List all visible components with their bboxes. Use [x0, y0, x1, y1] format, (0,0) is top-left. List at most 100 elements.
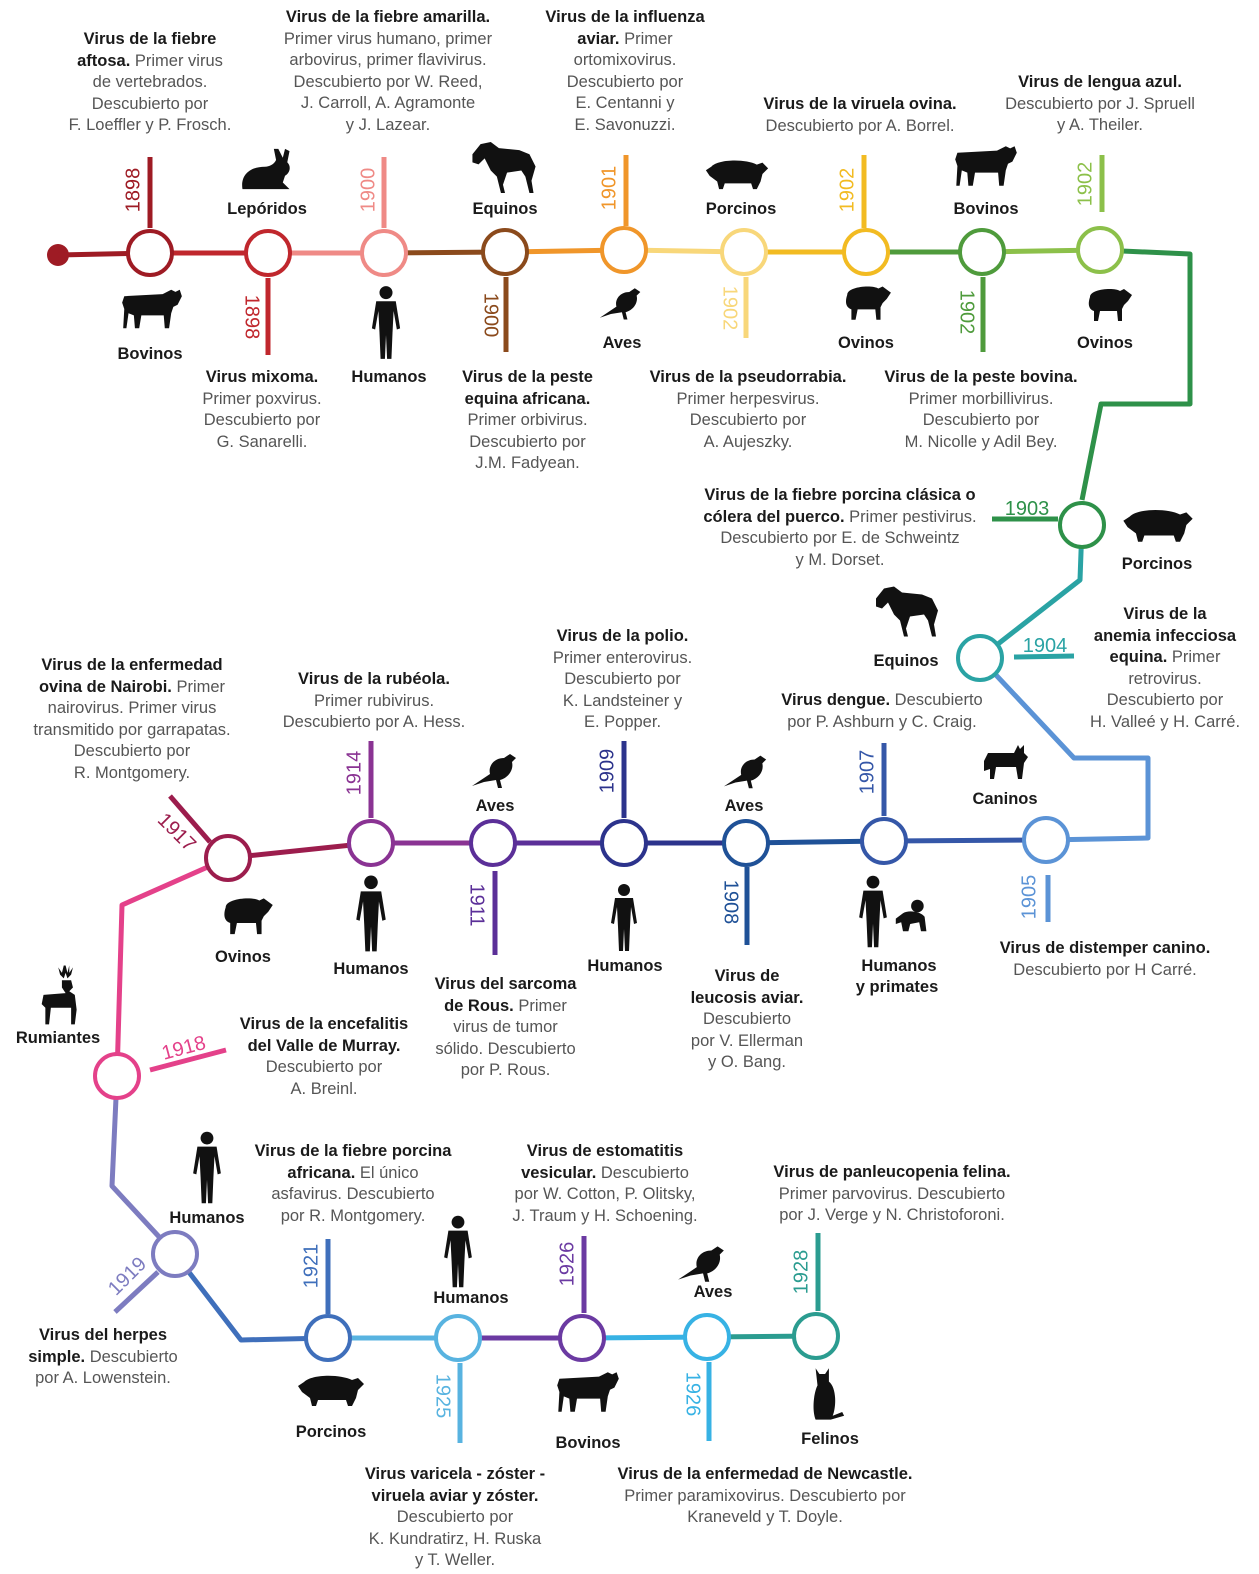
host-humanos-1: Humanos — [351, 368, 427, 386]
timeline-connector — [114, 855, 230, 1077]
year-label-y1900a: 1900 — [357, 168, 379, 213]
bird-icon — [599, 288, 641, 320]
event-varicela-zoster: Virus varicela - zóster - viruela aviar … — [364, 1465, 546, 1569]
event-stem-y1918 — [149, 1047, 227, 1073]
event-node-y1904 — [956, 634, 1004, 682]
event-anemia-equina: Virus de la anemia infecciosa equina. Pr… — [1089, 605, 1241, 731]
event-node-y1907 — [860, 817, 908, 865]
year-label-y1928: 1928 — [790, 1250, 812, 1295]
event-panleucopenia-felina: Virus de panleucopenia felina. Primer pa… — [773, 1163, 1011, 1224]
event-node-y1900b — [481, 228, 529, 276]
host-bovinos-3: Bovinos — [555, 1434, 621, 1452]
human-icon — [193, 1131, 221, 1204]
timeline-nodes — [93, 226, 1124, 1362]
monkey-icon — [895, 899, 927, 932]
year-label-y1898a: 1898 — [122, 168, 144, 213]
timeline-connector — [1079, 247, 1193, 501]
host-felinos: Felinos — [801, 1430, 859, 1448]
year-label-y1909: 1909 — [596, 749, 618, 794]
event-herpes-simple: Virus del herpes simple. Descubierto por… — [28, 1326, 178, 1387]
host-humanos-5: Humanos — [433, 1289, 509, 1307]
event-node-y1902c — [958, 228, 1006, 276]
event-node-y1926b — [683, 1313, 731, 1361]
host-equinos-2: Equinos — [873, 652, 939, 670]
year-label-y1919: 1919 — [104, 1253, 151, 1300]
timeline-connector — [883, 837, 1047, 844]
host-aves-2: Aves — [724, 797, 764, 815]
event-fiebre-porcina-clasica: Virus de la fiebre porcina clásica o cól… — [703, 486, 977, 569]
year-label-y1903: 1903 — [1005, 498, 1050, 520]
host-bovinos-1: Bovinos — [117, 345, 183, 363]
host-aves-3: Aves — [475, 797, 515, 815]
host-rumiantes: Rumiantes — [15, 1029, 101, 1047]
event-node-y1914 — [347, 819, 395, 867]
year-label-y1902d: 1902 — [1074, 162, 1096, 207]
host-humanos-4: Humanos — [169, 1209, 245, 1227]
horse-icon — [472, 142, 536, 193]
host-porcinos-2: Porcinos — [1121, 555, 1193, 573]
pig-icon — [1123, 510, 1193, 542]
event-node-y1921 — [304, 1314, 352, 1362]
event-fiebre-porcina-africana: Virus de la fiebre porcina africana. El … — [254, 1142, 452, 1225]
timeline-stems — [113, 155, 1105, 1443]
year-label-y1905: 1905 — [1018, 875, 1040, 920]
host-porcinos-1: Porcinos — [705, 200, 777, 218]
year-label-y1901: 1901 — [598, 166, 620, 211]
human-icon — [356, 875, 386, 952]
event-node-y1902b — [842, 228, 890, 276]
event-node-y1902d — [1076, 226, 1124, 274]
timeline-connector — [173, 1252, 329, 1343]
event-node-y1911 — [469, 819, 517, 867]
host-ovinos-3: Ovinos — [215, 948, 271, 966]
event-node-y1908 — [722, 819, 770, 867]
sheep-icon — [1088, 289, 1132, 321]
event-rubeola: Virus de la rubéola. Primer rubivirus.De… — [282, 670, 466, 731]
event-node-y1919 — [151, 1230, 199, 1278]
event-node-y1900a — [360, 229, 408, 277]
event-pseudorrabia: Virus de la pseudorrabia. Primer herpesv… — [649, 368, 847, 451]
cow-icon — [122, 289, 182, 329]
event-node-y1901 — [600, 226, 648, 274]
host-equinos-1: Equinos — [472, 200, 538, 218]
event-node-y1918 — [93, 1052, 141, 1100]
year-label-y1926b: 1926 — [682, 1372, 704, 1417]
sheep-icon — [845, 286, 891, 320]
event-node-y1905 — [1022, 816, 1070, 864]
event-node-y1917 — [204, 834, 252, 882]
year-labels: 1898189819001900190119021902190219021903… — [104, 162, 1096, 1419]
event-lengua-azul: Virus de lengua azul. Descubierto por J.… — [1005, 73, 1195, 134]
event-node-y1928 — [792, 1312, 840, 1360]
host-humanos-3: Humanos — [333, 960, 409, 978]
year-label-y1902c: 1902 — [956, 290, 978, 335]
event-node-y1903 — [1058, 501, 1106, 549]
human-icon — [859, 875, 887, 948]
year-label-y1904: 1904 — [1023, 635, 1068, 657]
year-label-y1926a: 1926 — [556, 1242, 578, 1287]
event-aftosa: Virus de la fiebre aftosa. Primer virus … — [68, 30, 232, 134]
event-fiebre-amarilla: Virus de la fiebre amarilla. Primer viru… — [283, 8, 493, 134]
rabbit-icon — [242, 148, 290, 190]
year-label-y1911: 1911 — [466, 883, 488, 926]
year-label-y1902b: 1902 — [836, 168, 858, 213]
host-porcinos-3: Porcinos — [295, 1423, 367, 1441]
event-peste-equina: Virus de la peste equina africana. Prime… — [462, 368, 593, 472]
horse-icon — [876, 586, 938, 637]
year-label-y1925: 1925 — [432, 1374, 454, 1419]
host-humanos-primates-1: Humanos — [861, 957, 937, 975]
bird-icon — [678, 1246, 724, 1282]
host-aves-4: Aves — [693, 1283, 733, 1301]
cow-icon — [557, 1372, 619, 1412]
event-stem-y1919 — [113, 1270, 160, 1314]
pig-icon — [705, 160, 769, 190]
human-icon — [611, 884, 637, 951]
host-ovinos-1: Ovinos — [838, 334, 894, 352]
event-newcastle: Virus de la enfermedad de Newcastle. Pri… — [617, 1465, 913, 1526]
host-humanos-primates-2: y primates — [855, 978, 939, 996]
year-label-y1921: 1921 — [300, 1244, 322, 1289]
cow-icon — [955, 146, 1017, 186]
dog-icon — [984, 745, 1028, 779]
cat-icon — [813, 1368, 845, 1420]
event-sarcoma-rous: Virus del sarcoma de Rous. Primer virus … — [434, 975, 577, 1079]
